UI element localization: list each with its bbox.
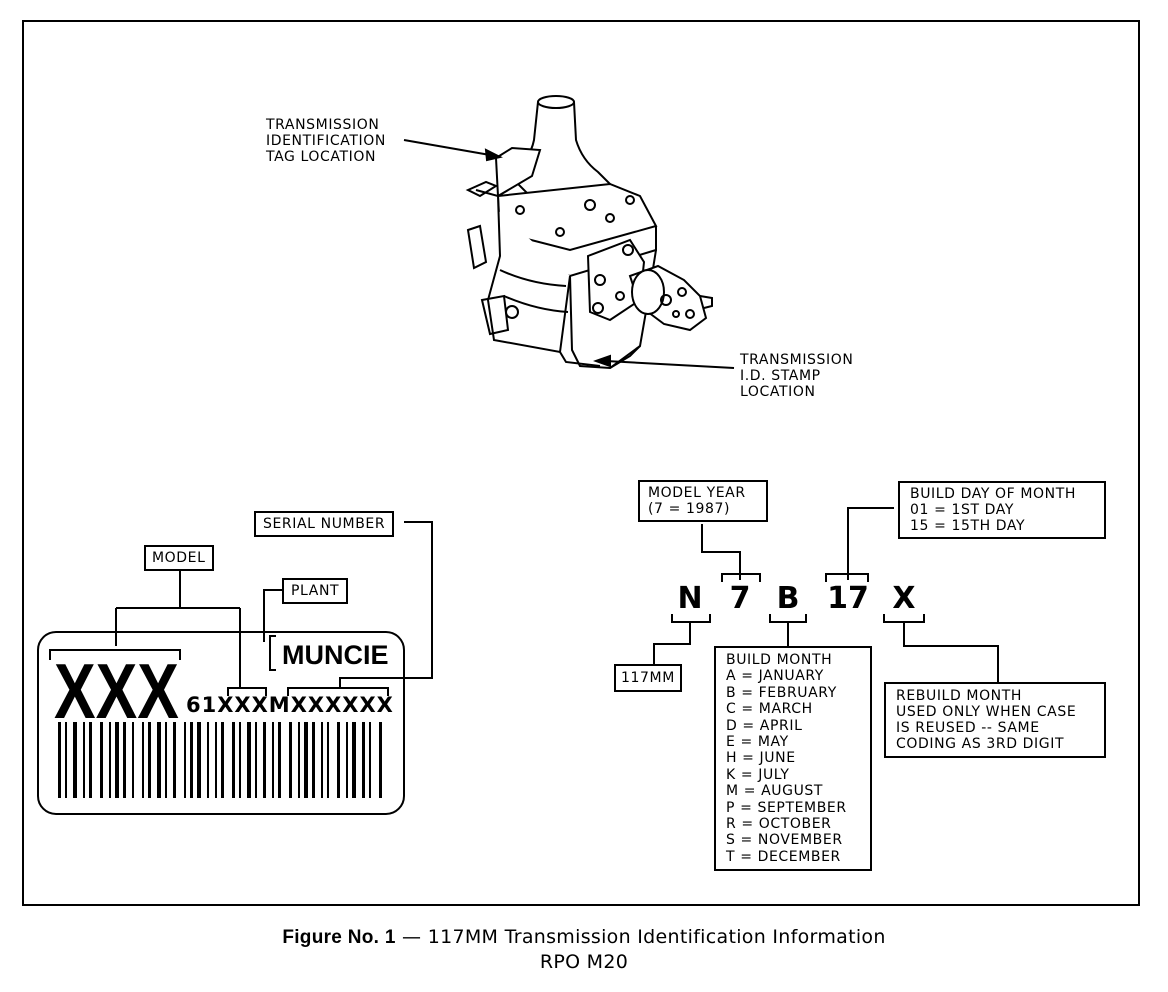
build-day-line-2: 01 = 1ST DAY [910,502,1015,518]
plant-label: PLANT [282,578,349,604]
stamp-callout-line-3: LOCATION [740,384,816,400]
transmission-illustration [465,95,713,370]
stamp-char-4: 17 [827,581,869,616]
caption-rpo: RPO M20 [539,951,629,973]
build-day-line-3: 15 = 15TH DAY [910,518,1026,534]
figure-caption: Figure No. 1 — 117MM Transmission Identi… [0,925,1168,974]
stamp-callout-line-1: TRANSMISSION [740,352,854,368]
stamp-char-5: X [892,581,916,616]
model-value: XXX [54,647,179,735]
stamp-callout-line-2: I.D. STAMP [740,368,821,384]
tag-callout-line-3: TAG LOCATION [266,149,377,165]
serial-number-label: SERIAL NUMBER [254,511,395,537]
build-month-code-p: P = SEPTEMBER [726,799,847,816]
barcode-bar [58,722,61,798]
barcode-bar [289,722,292,798]
barcode-bar [73,722,77,798]
build-month-code-s: S = NOVEMBER [726,832,843,849]
barcode-bar [221,722,224,798]
tag-callout-line-2: IDENTIFICATION [266,133,386,149]
figure-frame [22,20,1140,906]
build-month-code-t: T = DECEMBER [726,848,841,865]
tag-location-callout: TRANSMISSION IDENTIFICATION TAG LOCATION [266,117,386,165]
barcode-bar [83,722,85,798]
barcode-bar [142,722,144,798]
model-year-line-1: MODEL YEAR [648,485,746,501]
barcode-bar [278,722,281,798]
barcode-bar [272,722,274,798]
build-month-code-h: H = JUNE [726,750,796,767]
barcode-bar [215,722,217,798]
caption-label: Figure No. 1 [282,927,396,948]
barcode-bar [247,722,251,798]
model-code-box: 117MM [614,664,682,692]
barcode-bar [327,722,329,798]
barcode-bar [207,722,209,798]
barcode-bar [337,722,340,798]
model-label: MODEL [144,545,214,571]
barcode-bar [190,722,193,798]
barcode-bar [132,722,134,798]
stamp-char-3: B [776,581,800,616]
barcode-bar [184,722,186,798]
caption-line-1: Figure No. 1 — 117MM Transmission Identi… [0,925,1168,950]
barcode-bar [312,722,315,798]
plant-value: MUNCIE [282,640,389,670]
barcode-bar [304,722,308,798]
barcode-bar [100,722,103,798]
id-tag-outline [37,631,405,815]
barcode-bar [239,722,241,798]
barcode-bar [352,722,356,798]
barcode-bar [232,722,235,798]
build-month-code-k: K = JULY [726,766,790,783]
barcode-bar [197,722,201,798]
build-month-code-c: C = MARCH [726,701,813,718]
barcode-bar [165,722,167,798]
serial-value: 61XXXMXXXXXX [186,693,394,717]
stamp-location-callout: TRANSMISSION I.D. STAMP LOCATION [740,352,853,400]
build-month-code-b: B = FEBRUARY [726,684,837,701]
barcode-bar [298,722,300,798]
rebuild-line-4: CODING AS 3RD DIGIT [896,736,1065,752]
rebuild-line-1: REBUILD MONTH [896,688,1023,704]
caption-dash: — [402,926,422,948]
barcode-bar [148,722,151,798]
barcode-bar [173,722,176,798]
build-month-code-e: E = MAY [726,734,789,751]
barcode-bar [123,722,126,798]
barcode-bar [369,722,371,798]
tag-callout-line-1: TRANSMISSION [266,117,380,133]
barcode [58,722,382,798]
barcode-bar [263,722,266,798]
barcode-bar [157,722,161,798]
build-month-code-r: R = OCTOBER [726,816,832,833]
tag-location-arrow [403,139,491,156]
build-day-line-1: BUILD DAY OF MONTH [910,486,1077,502]
barcode-bar [255,722,257,798]
model-year-box: MODEL YEAR (7 = 1987) [638,480,768,522]
build-month-code-a: A = JANUARY [726,668,824,685]
build-month-code-d: D = APRIL [726,717,803,734]
barcode-bar [379,722,382,798]
barcode-bar [115,722,119,798]
barcode-bar [362,722,365,798]
caption-title: 117MM Transmission Identification Inform… [427,926,886,948]
stamp-char-1: N [677,581,703,616]
barcode-bar [65,722,67,798]
barcode-bar [321,722,323,798]
build-day-box: BUILD DAY OF MONTH 01 = 1ST DAY 15 = 15T… [898,481,1106,539]
stamp-char-2: 7 [729,581,751,616]
stamp-location-arrow [605,360,735,369]
rebuild-month-box: REBUILD MONTH USED ONLY WHEN CASE IS REU… [884,682,1106,758]
build-month-title: BUILD MONTH [726,652,833,668]
build-month-code-m: M = AUGUST [726,783,824,800]
build-month-box: BUILD MONTH A = JANUARY B = FEBRUARY C =… [714,646,872,872]
barcode-bar [109,722,111,798]
barcode-bar [89,722,92,798]
rebuild-line-3: IS REUSED -- SAME [896,720,1040,736]
barcode-bar [346,722,348,798]
rebuild-line-2: USED ONLY WHEN CASE [896,704,1077,720]
model-year-line-2: (7 = 1987) [648,501,731,517]
